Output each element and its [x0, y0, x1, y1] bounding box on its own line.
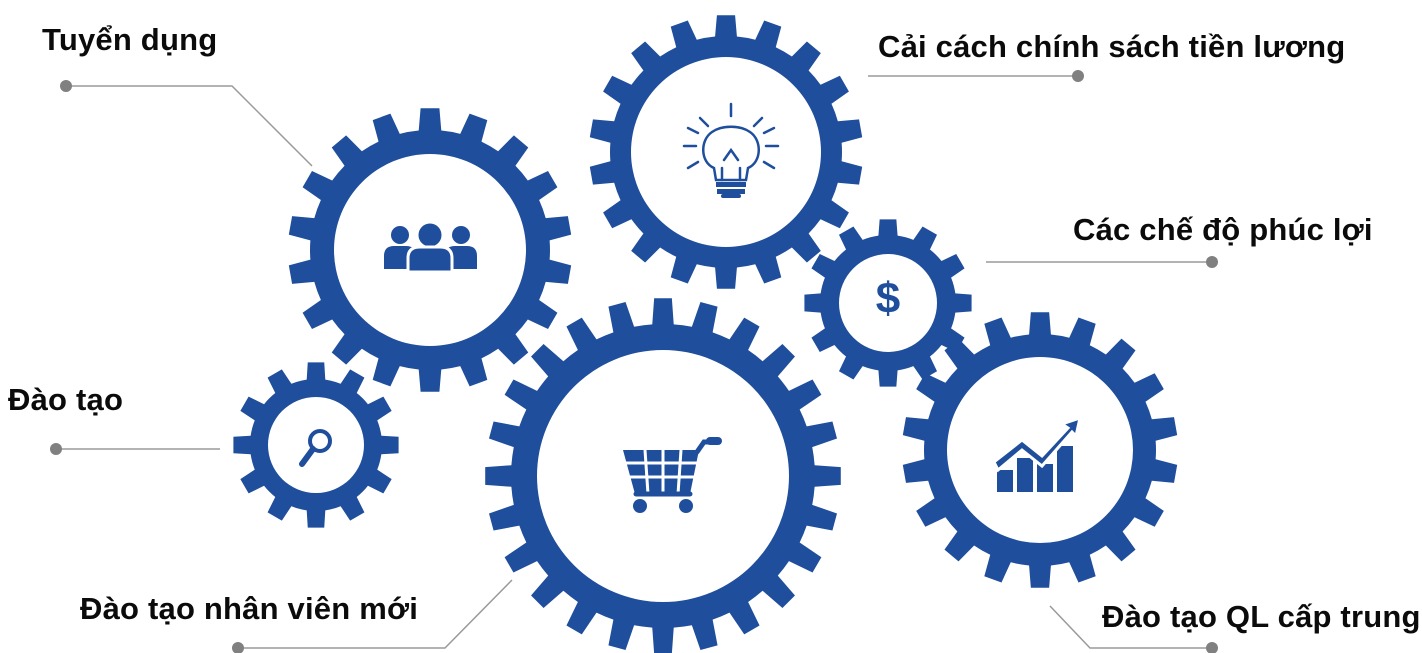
dot-nhan-vien-moi [232, 642, 244, 653]
dot-dao-tao [50, 443, 62, 455]
gear-phuc-loi [804, 219, 972, 387]
magnifier-icon [299, 429, 332, 467]
dot-tien-luong [1072, 70, 1084, 82]
connector-ql-cap-trung [1049, 605, 1212, 649]
lightbulb-icon [682, 102, 780, 198]
dot-tuyen-dung [60, 80, 72, 92]
connector-dots [50, 70, 1218, 653]
dollar-icon: $ [876, 274, 900, 323]
dot-ql-cap-trung [1206, 642, 1218, 653]
dot-phuc-loi [1206, 256, 1218, 268]
people-icon [384, 220, 477, 274]
label-dao-tao-nhan-vien-moi: Đào tạo nhân viên mới [80, 591, 419, 626]
connector-tuyen-dung [66, 85, 313, 167]
label-cai-cach-chinh-sach-tien-luong: Cải cách chính sách tiền lương [878, 29, 1346, 64]
gear-tuyen-dung [288, 108, 572, 392]
label-dao-tao-ql-cap-trung: Đào tạo QL cấp trung [1102, 599, 1421, 634]
shopping-cart-icon [623, 437, 722, 513]
gears [233, 15, 1178, 653]
svg-text:$: $ [876, 274, 900, 323]
gear-dao-tao [233, 362, 399, 528]
connector-nhan-vien-moi [238, 579, 513, 649]
growth-chart-icon [992, 415, 1083, 492]
connectors [56, 75, 1212, 649]
gear-ql-cap-trung [902, 312, 1178, 588]
gear-tien-luong [589, 15, 863, 289]
label-dao-tao: Đào tạo [8, 382, 124, 417]
label-tuyen-dung: Tuyển dụng [42, 22, 218, 57]
label-che-do-phuc-loi: Các chế độ phúc lợi [1073, 212, 1373, 247]
